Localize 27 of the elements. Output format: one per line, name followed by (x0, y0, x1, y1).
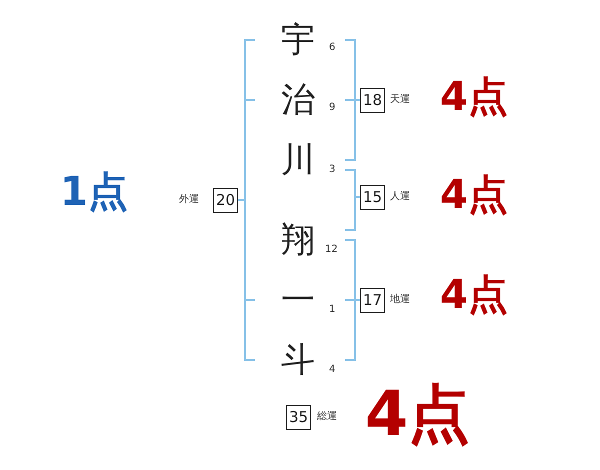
number-box: 15 (360, 185, 386, 210)
fortune-label: 天運 (390, 93, 410, 107)
stroke-count: 1 (329, 304, 336, 316)
stroke-count: 12 (325, 244, 338, 256)
name-character: 斗 (281, 339, 315, 382)
fortune-label: 外運 (179, 193, 199, 207)
fortune-label: 総運 (317, 410, 337, 424)
total-score-text: 4点 (365, 377, 470, 451)
stroke-count: 3 (329, 164, 336, 176)
fortune-label: 人運 (390, 190, 410, 204)
number-box: 18 (360, 88, 386, 113)
score-text: 4点 (440, 73, 508, 122)
score-text: 1点 (60, 168, 128, 217)
number-box: 17 (360, 288, 386, 313)
number-box: 20 (213, 188, 238, 213)
name-character: 宇 (281, 19, 315, 62)
number-box: 35 (286, 405, 312, 430)
name-character: 一 (281, 279, 315, 322)
fortune-label: 地運 (390, 293, 410, 307)
score-text: 4点 (440, 171, 508, 220)
stroke-count: 4 (329, 364, 336, 376)
name-character: 翔 (281, 219, 315, 262)
stroke-count: 9 (329, 102, 336, 114)
stroke-count: 6 (329, 42, 336, 54)
name-character: 治 (281, 79, 315, 122)
name-character: 川 (281, 139, 315, 182)
score-text: 4点 (440, 271, 508, 320)
